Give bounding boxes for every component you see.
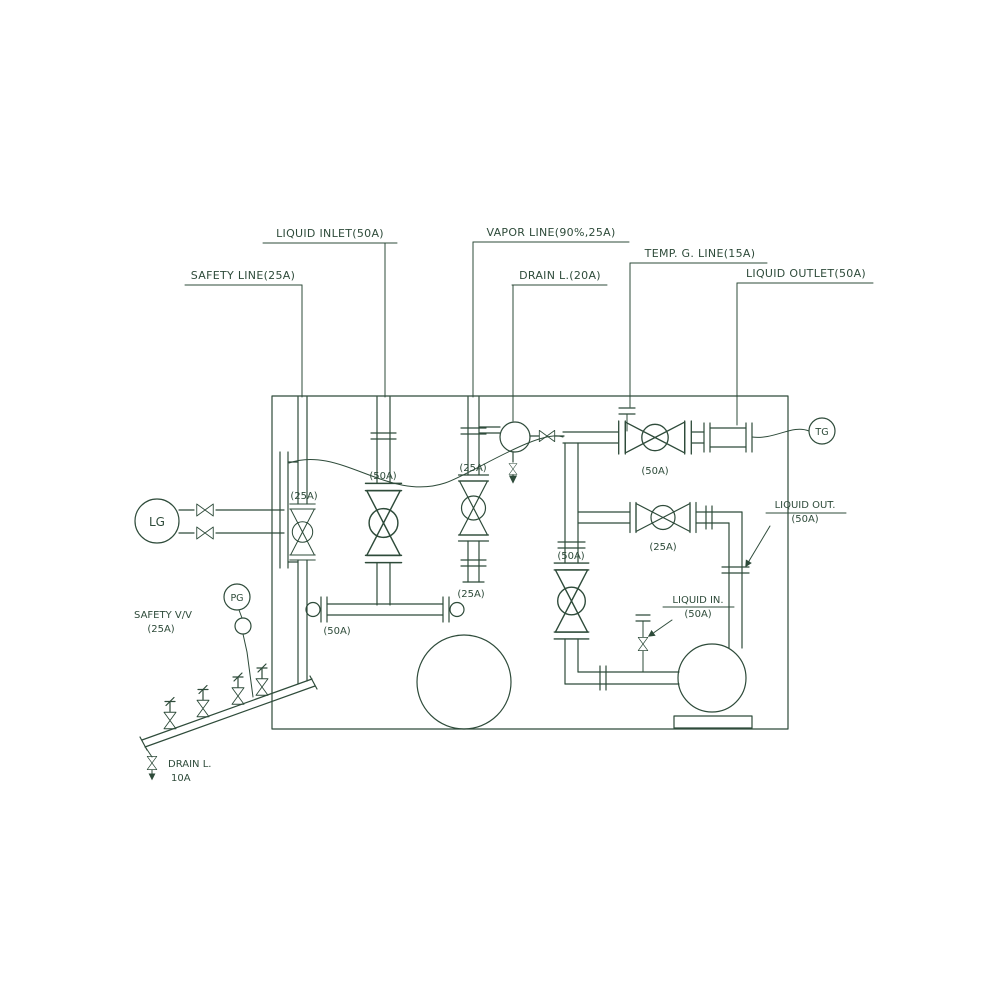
safety-relief-valve-4 [164, 698, 176, 729]
pg-siphon [234, 617, 252, 635]
safety-riser-pipe: (25A) [289, 396, 318, 685]
bypass-pipe: (25A) [577, 501, 750, 649]
inlet-valve-tag: (50A) [369, 471, 396, 482]
level-gauge-assembly: LG [134, 451, 299, 569]
vessel [416, 634, 512, 730]
liquid-in-callout-line1: LIQUID IN. [672, 595, 723, 606]
safety-manifold: SAFETY V/V (25A) [134, 610, 318, 751]
label-drain-line-20a: DRAIN L.(20A) [511, 269, 608, 422]
label-vapor-line: VAPOR LINE(90%,25A) [472, 226, 630, 398]
pump-suction-valve [553, 562, 590, 640]
instrument-connection-line [288, 435, 564, 488]
outlet-top-header: (50A) TG [562, 407, 836, 477]
outlet-top-valve-tag: (50A) [641, 466, 668, 477]
safety-riser-valve [289, 503, 316, 561]
lg-gauge [134, 498, 180, 544]
pg-gauge [223, 583, 251, 611]
vapor-line-label: VAPOR LINE(90%,25A) [486, 226, 615, 239]
drain-10a-callout-line2: 10A [171, 773, 191, 784]
pump-suction-valve-tag: (50A) [557, 551, 584, 562]
inlet-valve [364, 482, 403, 564]
pump-suction-pipe: (50A) [553, 442, 680, 691]
liquid-out-callout: LIQUID OUT. (50A) [745, 500, 847, 568]
label-liquid-inlet: LIQUID INLET(50A) [262, 227, 398, 398]
vapor-valve-tag: (25A) [459, 463, 486, 474]
label-liquid-outlet: LIQUID OUTLET(50A) [736, 267, 874, 426]
drain-10a-assembly: DRAIN L. 10A [145, 747, 211, 784]
liquid-out-callout-line1: LIQUID OUT. [775, 500, 836, 511]
label-safety-line: SAFETY LINE(25A) [184, 269, 303, 398]
liquid-in-branch: LIQUID IN. (50A) [635, 595, 735, 673]
liquid-inlet-pipe: (50A) [364, 396, 403, 606]
liquid-out-callout-line2: (50A) [791, 514, 818, 525]
liquid-outlet-label: LIQUID OUTLET(50A) [746, 267, 866, 280]
safety-vv-callout-line1: SAFETY V/V [134, 610, 192, 621]
safety-relief-valve-1 [256, 664, 268, 695]
inlet-manifold-tag: (50A) [323, 626, 350, 637]
lg-gauge-label: LG [149, 515, 165, 529]
safety-riser-valve-tag: (25A) [290, 491, 317, 502]
liquid-inlet-label: LIQUID INLET(50A) [276, 227, 384, 240]
drain-pot [478, 421, 565, 484]
vapor-valve [457, 474, 490, 542]
drain-line-20a-label: DRAIN L.(20A) [519, 269, 601, 282]
liquid-in-valve [637, 637, 649, 651]
drain-10a-callout-line1: DRAIN L. [168, 759, 211, 770]
temp-g-line-label: TEMP. G. LINE(15A) [644, 247, 756, 260]
vapor-branch-size-tag: (25A) [457, 589, 484, 600]
bypass-valve-tag: (25A) [649, 542, 676, 553]
drain-pot-body [499, 421, 531, 453]
safety-relief-valve-2 [232, 673, 244, 704]
pg-gauge-label: PG [230, 593, 243, 604]
outlet-top-valve [618, 420, 692, 455]
pressure-gauge-assembly: PG [223, 583, 254, 698]
skid-boundary [271, 395, 789, 730]
tg-gauge-label: TG [814, 427, 828, 438]
drain-10a-valve [146, 756, 158, 770]
pump [673, 643, 753, 729]
label-temp-g-line: TEMP. G. LINE(15A) [629, 247, 768, 408]
lg-top-valve [196, 503, 214, 517]
inlet-manifold: (50A) [305, 596, 465, 637]
safety-line-label: SAFETY LINE(25A) [191, 269, 295, 282]
pump-base [673, 715, 753, 729]
bypass-valve [629, 501, 697, 534]
lg-bottom-valve [196, 526, 214, 540]
tg-gauge [808, 417, 836, 445]
drain-pot-drain-valve [508, 463, 518, 475]
safety-vv-callout-line2: (25A) [147, 624, 174, 635]
liquid-in-callout-line2: (50A) [684, 609, 711, 620]
pump-body [677, 643, 747, 713]
safety-relief-valve-3 [197, 686, 209, 717]
vapor-pipe: (25A) (25A) [457, 396, 490, 600]
